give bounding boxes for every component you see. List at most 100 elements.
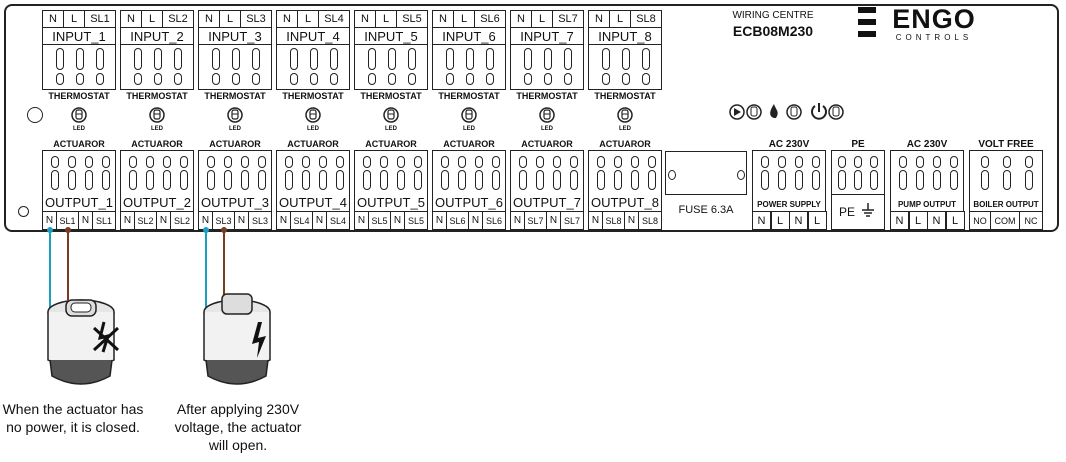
thermostat-label: THERMOSTAT xyxy=(126,91,188,101)
led-label: LED xyxy=(307,126,319,132)
divider xyxy=(432,44,506,45)
output-screw-slot xyxy=(379,156,388,168)
led-label: LED xyxy=(541,126,553,132)
input-term-sl: SL7 xyxy=(552,10,584,28)
input-label: INPUT_8 xyxy=(598,28,652,44)
actuator-open-icon xyxy=(203,293,271,385)
output-screw-slot xyxy=(179,170,188,190)
neutral-wire-1 xyxy=(47,227,53,312)
output-term-sl: SL1 xyxy=(92,211,116,230)
input-label: INPUT_5 xyxy=(364,28,418,44)
pump-screw-slot xyxy=(932,170,941,190)
status-icons xyxy=(728,100,848,132)
input-label: INPUT_4 xyxy=(286,28,340,44)
input-screw-slot xyxy=(642,48,650,70)
pump-heading: AC 230V xyxy=(906,138,948,150)
output-term-sl: SL5 xyxy=(404,211,428,230)
input-term-sl: SL4 xyxy=(318,10,350,28)
output-screw-slot xyxy=(206,170,215,190)
output-screw-slot xyxy=(440,156,449,168)
output-screw-slot xyxy=(569,170,578,190)
output-label: OUTPUT_4 xyxy=(279,194,347,210)
ps-screw-slot xyxy=(760,170,769,190)
output-screw-slot xyxy=(535,170,544,190)
led-icon xyxy=(460,106,478,126)
input-screw-slot xyxy=(76,73,84,85)
pe-block xyxy=(831,150,885,230)
brand-name: ENGO xyxy=(892,3,976,34)
input-screw-slot xyxy=(330,73,338,85)
input-screw-slot xyxy=(134,73,142,85)
pump-output-term: L xyxy=(908,211,928,230)
led-icon xyxy=(226,106,244,126)
input-screw-slot xyxy=(174,48,182,70)
boiler-screw-slot xyxy=(1003,170,1011,190)
output-label: OUTPUT_5 xyxy=(357,194,425,210)
input-screw-slot xyxy=(564,48,572,70)
boiler-screw-slot xyxy=(981,156,989,168)
output-term-sl: SL5 xyxy=(368,211,391,230)
output-screw-slot xyxy=(162,170,171,190)
input-screw-slot xyxy=(486,48,494,70)
output-screw-slot xyxy=(552,156,561,168)
brand-subtitle: CONTROLS xyxy=(895,32,973,42)
input-screw-slot xyxy=(232,73,240,85)
ps-screw-slot xyxy=(811,170,820,190)
output-screw-slot xyxy=(145,170,154,190)
power-supply-term: N xyxy=(752,211,771,230)
output-screw-slot xyxy=(457,156,466,168)
output-term-sl: SL4 xyxy=(290,211,313,230)
input-label: INPUT_3 xyxy=(208,28,262,44)
input-screw-slot xyxy=(232,48,240,70)
input-screw-slot xyxy=(466,73,474,85)
input-screw-slot xyxy=(446,73,454,85)
output-label: OUTPUT_7 xyxy=(513,194,581,210)
output-screw-slot xyxy=(518,170,527,190)
pe-screw-slot xyxy=(870,156,878,168)
pe-heading: PE xyxy=(851,138,865,150)
pe-label: PE xyxy=(838,205,855,219)
output-term-sl: SL8 xyxy=(638,211,662,230)
actuator-closed-icon xyxy=(47,299,115,385)
neutral-wire-3 xyxy=(203,227,209,312)
output-screw-slot xyxy=(647,170,656,190)
boiler-screw-slot xyxy=(981,170,989,190)
pump-screw-slot xyxy=(915,156,924,168)
output-screw-slot xyxy=(613,156,622,168)
actuator-label: ACTUAROR xyxy=(521,139,573,149)
led-label: LED xyxy=(229,126,241,132)
pump-screw-slot xyxy=(915,170,924,190)
input-screw-slot xyxy=(76,48,84,70)
output-screw-slot xyxy=(67,156,76,168)
led-icon xyxy=(538,106,556,126)
ps-screw-slot xyxy=(794,156,803,168)
input-screw-slot xyxy=(544,73,552,85)
output-label: OUTPUT_8 xyxy=(591,194,659,210)
actuator-label: ACTUAROR xyxy=(131,139,183,149)
boiler-screw-slot xyxy=(1025,156,1033,168)
output-screw-slot xyxy=(240,156,249,168)
input-screw-slot xyxy=(96,73,104,85)
input-screw-slot xyxy=(388,73,396,85)
no-power-icon xyxy=(92,321,120,353)
input-screw-slot xyxy=(486,73,494,85)
output-screw-slot xyxy=(179,156,188,168)
output-screw-slot xyxy=(396,156,405,168)
input-term-sl: SL6 xyxy=(474,10,506,28)
actuator-label: ACTUAROR xyxy=(599,139,651,149)
input-screw-slot xyxy=(134,48,142,70)
output-screw-slot xyxy=(396,170,405,190)
input-screw-slot xyxy=(290,73,298,85)
led-label: LED xyxy=(151,126,163,132)
output-screw-slot xyxy=(474,156,483,168)
caption-open-line2: voltage, the actuator xyxy=(174,419,302,435)
input-label: INPUT_2 xyxy=(130,28,184,44)
output-screw-slot xyxy=(440,170,449,190)
output-screw-slot xyxy=(257,170,266,190)
input-screw-slot xyxy=(252,73,260,85)
ground-icon xyxy=(860,202,876,218)
output-screw-slot xyxy=(535,156,544,168)
actuator-label: ACTUAROR xyxy=(365,139,417,149)
ps-screw-slot xyxy=(794,170,803,190)
power-supply-term: L xyxy=(807,211,827,230)
